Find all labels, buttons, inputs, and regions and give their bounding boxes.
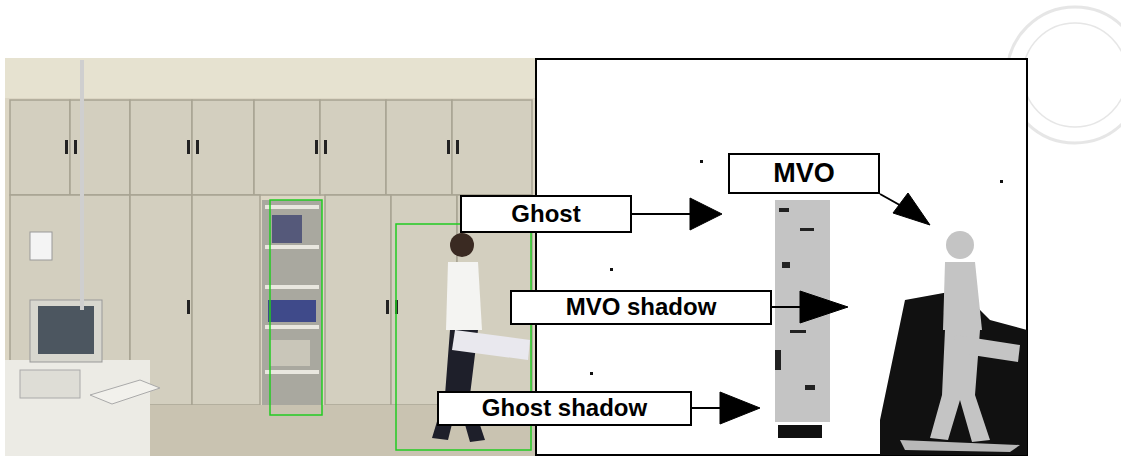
label-box: Ghost shadow [437, 391, 692, 426]
label-text: MVO [773, 159, 835, 189]
label-text: MVO shadow [566, 294, 717, 320]
label-box: MVO shadow [510, 290, 772, 325]
label-text: Ghost shadow [482, 395, 647, 421]
label-box: MVO [728, 153, 880, 194]
label-box: Ghost [460, 195, 632, 233]
label-text: Ghost [511, 201, 580, 227]
